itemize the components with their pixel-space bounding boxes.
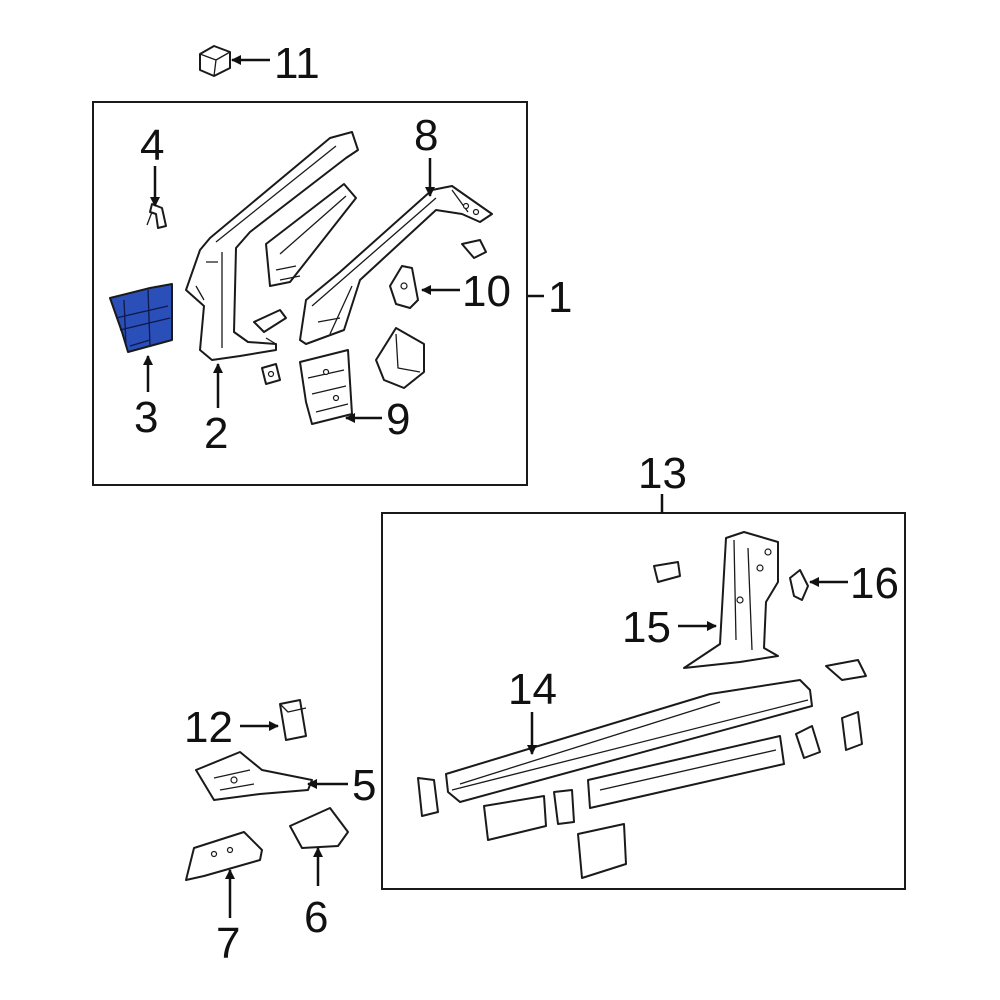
part-12-block[interactable]: [279, 699, 307, 741]
part-14-lower-panel[interactable]: [483, 795, 547, 841]
part-14-end-bracket[interactable]: [417, 777, 439, 817]
callout-10: 10: [462, 267, 511, 316]
callout-6: 6: [304, 893, 328, 942]
callout-14: 14: [508, 665, 557, 714]
callout-3: 3: [134, 393, 158, 442]
part-8-small-cap[interactable]: [461, 239, 487, 259]
part-14-rocker[interactable]: [445, 679, 813, 803]
part-15-small-clip[interactable]: [653, 561, 681, 583]
part-2-nut-block[interactable]: [261, 363, 281, 385]
callout-2: 2: [204, 409, 228, 458]
group-box-13: [381, 512, 906, 890]
callout-4: 4: [140, 121, 164, 170]
callout-12: 12: [184, 703, 233, 752]
callout-5: 5: [352, 761, 376, 810]
callout-13: 13: [638, 449, 687, 498]
part-8-windshield-pillar[interactable]: [299, 185, 493, 345]
part-9-side-bracket[interactable]: [375, 327, 425, 389]
callout-8: 8: [414, 111, 438, 160]
callout-1: 1: [548, 273, 572, 322]
part-14-rear-bracket[interactable]: [841, 711, 863, 751]
part-14-lower-bracket[interactable]: [577, 823, 627, 879]
callout-7: 7: [216, 919, 240, 968]
callout-11: 11: [274, 39, 320, 88]
part-16-bracket[interactable]: [789, 569, 809, 601]
part-10-bracket[interactable]: [389, 265, 419, 309]
part-5-rail[interactable]: [195, 751, 313, 801]
group-box-1: [92, 101, 528, 486]
callout-9: 9: [386, 395, 410, 444]
part-2-inner-reinforcement[interactable]: [265, 183, 357, 287]
part-14-top-tab[interactable]: [825, 659, 867, 681]
part-14-inner-panel[interactable]: [587, 735, 785, 809]
part-2-strut[interactable]: [253, 309, 287, 333]
part-4-bracket[interactable]: [146, 203, 167, 229]
part-14-tab[interactable]: [553, 789, 575, 825]
part-2-hinge-pillar[interactable]: [185, 131, 359, 361]
part-14-right-bracket[interactable]: [795, 725, 821, 759]
part-3-highlighted-panel[interactable]: [109, 283, 173, 353]
callout-15: 15: [622, 603, 671, 652]
part-11-plug[interactable]: [199, 45, 231, 77]
part-9-panel[interactable]: [299, 349, 353, 425]
callout-16: 16: [850, 559, 899, 608]
part-7-panel[interactable]: [185, 831, 263, 881]
part-6-plate[interactable]: [289, 807, 349, 849]
part-15-b-pillar[interactable]: [683, 531, 779, 669]
